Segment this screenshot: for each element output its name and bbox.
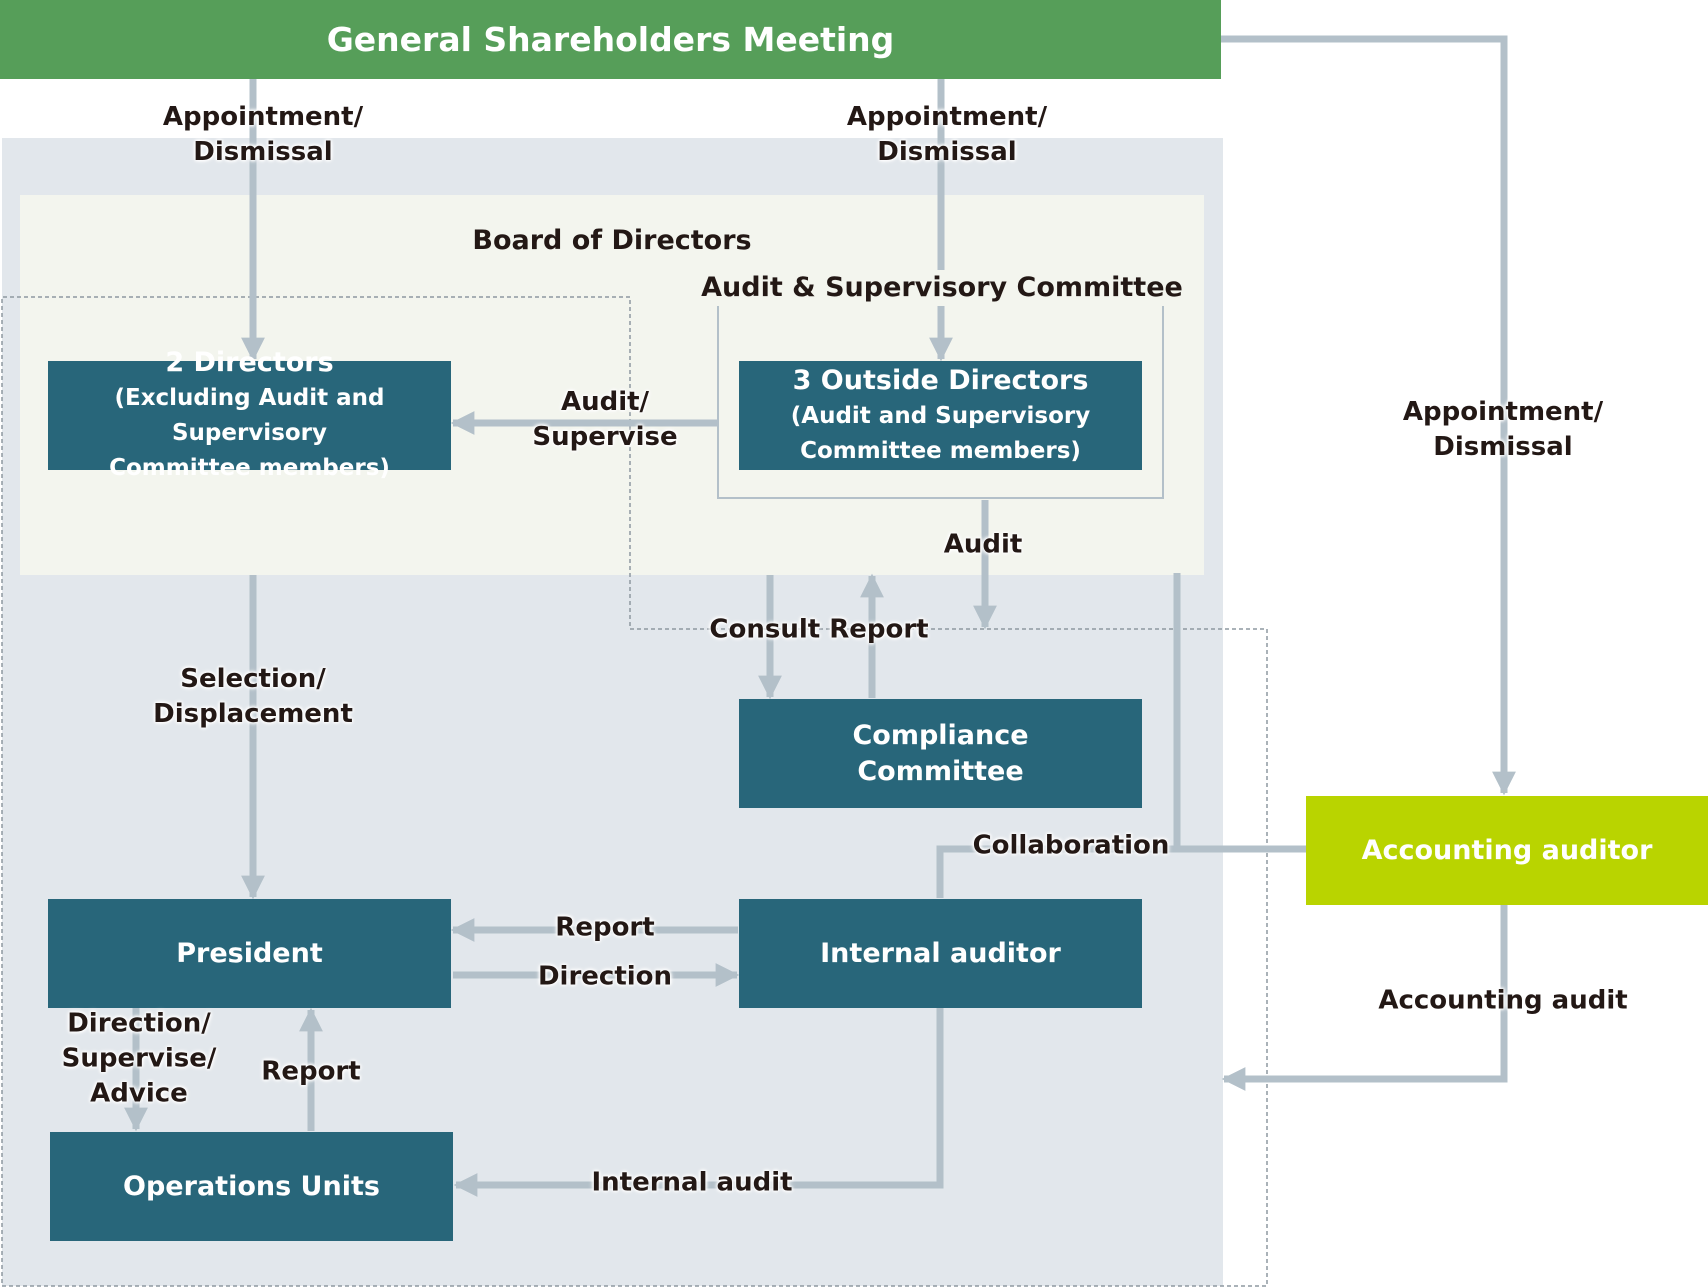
label-audit-supervise-line2: Supervise xyxy=(532,422,678,452)
label-appoint-directors: Appointment/ Dismissal xyxy=(163,100,363,170)
label-appoint-auditor-line1: Appointment/ xyxy=(1402,397,1604,427)
label-direction-supervise: Direction/ Supervise/ Advice xyxy=(62,1007,217,1112)
outside-directors-box: 3 Outside Directors (Audit and Superviso… xyxy=(739,361,1142,470)
label-selection: Selection/ Displacement xyxy=(153,662,353,732)
label-appoint-auditor-line2: Dismissal xyxy=(1433,432,1573,462)
compliance-committee-box: Compliance Committee xyxy=(739,699,1142,808)
label-accounting-audit: Accounting audit xyxy=(1378,985,1628,1016)
label-internal-audit: Internal audit xyxy=(591,1167,793,1198)
internal-auditor-label: Internal auditor xyxy=(820,937,1061,969)
arrow-appoint-auditor xyxy=(1221,35,1516,796)
label-collaboration: Collaboration xyxy=(972,830,1170,861)
directors-subtitle-1: (Excluding Audit and Supervisory xyxy=(114,385,385,446)
line-collaboration xyxy=(936,573,1181,898)
label-direction-supervise-line3: Advice xyxy=(90,1078,188,1109)
outside-directors-title: 3 Outside Directors xyxy=(792,364,1089,396)
internal-auditor-box: Internal auditor xyxy=(739,899,1142,1008)
arrow-accounting-audit xyxy=(1221,904,1508,1091)
compliance-line-1: Compliance xyxy=(852,719,1029,751)
label-appoint-auditor: Appointment/ Dismissal xyxy=(1403,395,1603,465)
directors-title: 2 Directors xyxy=(165,347,334,378)
compliance-line-2: Committee xyxy=(857,755,1024,787)
operations-units-box: Operations Units xyxy=(50,1132,453,1241)
label-selection-line2: Displacement xyxy=(153,699,353,729)
label-direction: Direction xyxy=(537,961,673,992)
outside-directors-subtitle-1: (Audit and Supervisory xyxy=(790,402,1091,429)
accounting-auditor-label: Accounting auditor xyxy=(1361,834,1653,866)
shareholders-meeting-box: General Shareholders Meeting xyxy=(0,0,1221,79)
label-selection-line1: Selection/ xyxy=(180,664,326,694)
label-appoint-outside: Appointment/ Dismissal xyxy=(847,100,1047,170)
label-report-ops: Report xyxy=(261,1056,361,1087)
shareholders-meeting-label: General Shareholders Meeting xyxy=(326,19,895,59)
directors-box: 2 Directors (Excluding Audit and Supervi… xyxy=(48,347,451,481)
label-audit-supervise: Audit/ Supervise xyxy=(532,385,677,455)
outside-directors-subtitle-2: Committee members) xyxy=(800,437,1081,464)
label-audit: Audit xyxy=(943,529,1023,560)
dotted-boundary-left xyxy=(1,296,1268,1287)
president-label: President xyxy=(176,937,323,969)
label-consult-report: Consult Report xyxy=(709,614,929,645)
arrow-internal-audit xyxy=(453,1008,944,1197)
board-of-directors-title: Board of Directors xyxy=(472,225,752,256)
accounting-auditor-box: Accounting auditor xyxy=(1306,796,1708,905)
label-direction-supervise-line1: Direction/ xyxy=(67,1008,211,1039)
label-direction-supervise-line2: Supervise/ xyxy=(61,1043,217,1074)
label-appoint-directors-line2: Dismissal xyxy=(193,137,333,167)
committee-group-title: Audit & Supervisory Committee xyxy=(693,270,1191,306)
label-audit-supervise-line1: Audit/ xyxy=(560,387,650,417)
label-appoint-directors-line1: Appointment/ xyxy=(162,102,364,132)
directors-subtitle-2: Committee members) xyxy=(109,455,390,481)
label-appoint-outside-line1: Appointment/ xyxy=(846,102,1048,132)
label-appoint-outside-line2: Dismissal xyxy=(877,137,1017,167)
operations-units-label: Operations Units xyxy=(123,1170,380,1202)
president-box: President xyxy=(48,899,451,1008)
label-report-president: Report xyxy=(555,912,655,943)
